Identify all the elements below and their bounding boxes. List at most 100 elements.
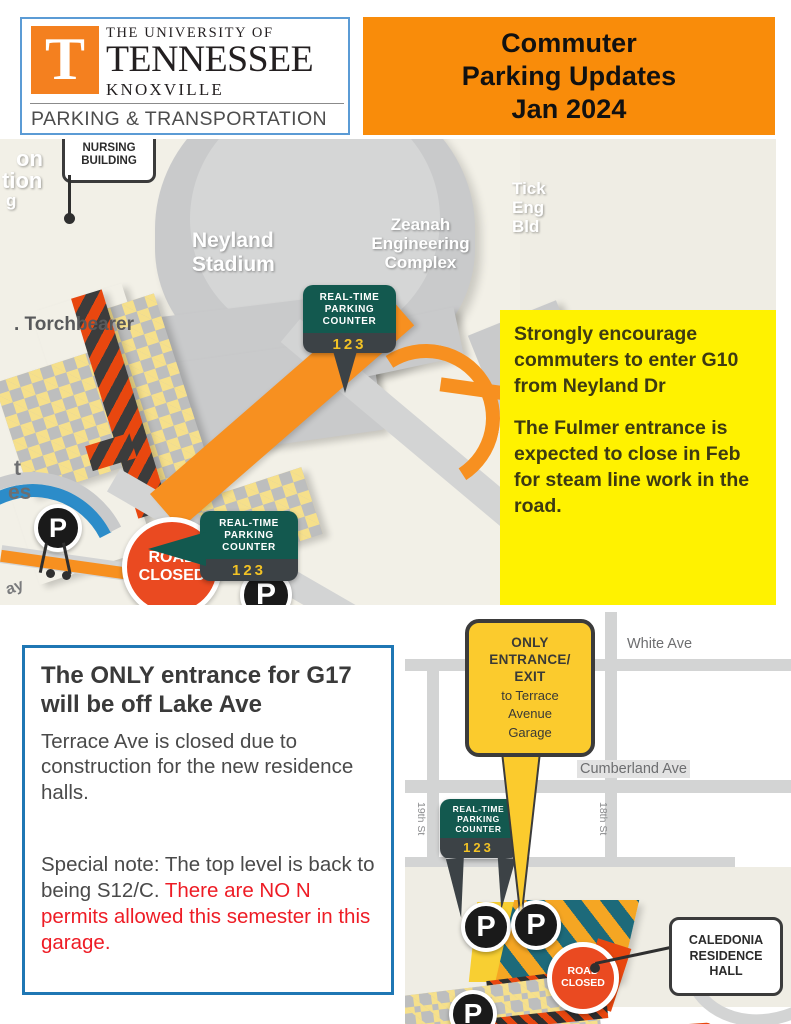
title-banner: Commuter Parking Updates Jan 2024 xyxy=(363,17,775,135)
g17-entrance-note-box: The ONLY entrance for G17 will be off La… xyxy=(22,645,394,995)
nursing-building-callout: NURSING BUILDING xyxy=(62,139,156,183)
counter-upper-tail xyxy=(333,351,357,393)
neyland-stadium-label-l2: Stadium xyxy=(192,252,275,276)
garage-parking-marker-3: P xyxy=(449,990,497,1024)
title-line-1: Commuter xyxy=(501,27,637,58)
ticket-label-l1: Tick xyxy=(512,179,546,198)
road-closed-garage-l2: CLOSED xyxy=(561,977,605,989)
zeanah-label-l3: Complex xyxy=(384,253,457,273)
title-banner-text: Commuter Parking Updates Jan 2024 xyxy=(462,27,677,126)
counter-lower-l3: COUNTER xyxy=(222,541,276,553)
notice-paragraph-1: Strongly encourage commuters to enter G1… xyxy=(514,323,739,397)
ut-parking-logo: T THE UNIVERSITY OF TENNESSEE KNOXVILLE … xyxy=(20,17,350,135)
neyland-stadium-label-l1: Neyland xyxy=(192,229,274,252)
page-header: T THE UNIVERSITY OF TENNESSEE KNOXVILLE … xyxy=(0,0,791,140)
parking-left-dot-a xyxy=(46,569,55,578)
clipped-label-g: g xyxy=(6,191,17,210)
terrace-entrance-callout: ONLY ENTRANCE/ EXIT to Terrace Avenue Ga… xyxy=(465,619,595,757)
19th-st-label: 19th St xyxy=(415,802,427,836)
notice-paragraph-2: The Fulmer entrance is expected to close… xyxy=(514,416,750,517)
garage-parking-marker-1-glyph: P xyxy=(476,910,496,943)
garage-parking-marker-3-glyph: P xyxy=(463,998,483,1024)
clipped-label-on: on xyxy=(16,146,43,171)
nursing-leader-dot xyxy=(64,213,75,224)
counter-upper-value: 123 xyxy=(303,333,396,353)
clipped-label-t: t xyxy=(14,457,21,480)
realtime-parking-counter-lower: REAL-TIME PARKING COUNTER 123 xyxy=(200,511,298,581)
counter-lower-title: REAL-TIME PARKING COUNTER xyxy=(200,511,298,560)
counter-upper-title: REAL-TIME PARKING COUNTER xyxy=(303,285,396,334)
logo-line-the-university-of: THE UNIVERSITY OF xyxy=(106,25,274,41)
nursing-callout-line-2: BUILDING xyxy=(81,155,137,167)
counter-upper-l2: PARKING xyxy=(324,303,375,315)
realtime-parking-counter-upper: REAL-TIME PARKING COUNTER 123 xyxy=(303,285,396,353)
torchbearer-label: . Torchbearer xyxy=(14,314,135,335)
logo-line-knoxville: KNOXVILLE xyxy=(106,80,224,99)
parking-marker-left: P xyxy=(34,504,82,552)
parking-marker-left-glyph: P xyxy=(48,512,67,543)
title-line-3: Jan 2024 xyxy=(511,93,627,124)
note-special-red: There are NO N permits allowed this seme… xyxy=(41,878,371,954)
counter-garage-l3: COUNTER xyxy=(455,824,502,835)
caledonia-l3: HALL xyxy=(709,964,743,979)
entrance-callout-line-6: Garage xyxy=(508,725,552,741)
garage-parking-marker-1: P xyxy=(461,902,511,952)
caledonia-l1: CALEDONIA xyxy=(688,933,764,948)
zeanah-label: Zeanah Engineering Complex xyxy=(358,215,483,272)
neyland-stadium-label: Neyland Stadium xyxy=(192,229,275,276)
entrance-callout-line-2: ENTRANCE/ xyxy=(489,652,571,668)
18th-st-label: 18th St xyxy=(597,802,609,836)
counter-garage-l1: REAL-TIME xyxy=(452,804,505,814)
counter-upper-l1: REAL-TIME xyxy=(319,292,380,303)
entrance-callout-line-1: ONLY xyxy=(511,634,549,650)
garage-parking-marker-2-glyph: P xyxy=(526,908,546,941)
cumberland-ave-road xyxy=(405,780,791,793)
parking-marker-main-glyph: P xyxy=(255,578,276,605)
university-name: THE UNIVERSITY OF TENNESSEE KNOXVILLE xyxy=(106,25,344,100)
caledonia-l2: RESIDENCE xyxy=(689,948,763,963)
terrace-avenue-garage-map: White Ave Cumberland Ave 19th St 18th St… xyxy=(405,612,791,1024)
logo-line-tennessee: TENNESSEE xyxy=(106,39,314,80)
white-ave-road xyxy=(405,659,791,671)
road-closed-garage-l1: ROAD xyxy=(567,965,599,978)
parking-left-dot-b xyxy=(62,571,71,580)
title-line-2: Parking Updates xyxy=(461,60,677,91)
note-heading: The ONLY entrance for G17 will be off La… xyxy=(41,662,352,718)
road-closed-badge-garage: ROAD CLOSED xyxy=(547,942,619,1014)
power-t-glyph: T xyxy=(44,26,86,92)
clipped-label-es: es xyxy=(8,481,32,504)
18th-st-road xyxy=(605,612,617,862)
neyland-dr-notice-panel: Strongly encourage commuters to enter G1… xyxy=(500,310,776,605)
note-spacer xyxy=(41,806,375,852)
caledonia-leader-dot xyxy=(590,963,600,973)
ticket-label-l3: Bld xyxy=(512,217,540,237)
caledonia-residence-hall-callout: CALEDONIA RESIDENCE HALL xyxy=(669,917,783,996)
counter-upper-l3: COUNTER xyxy=(322,315,377,327)
lake-ave-road xyxy=(405,857,735,870)
cumberland-ave-label: Cumberland Ave xyxy=(577,760,690,778)
entrance-callout-line-3: EXIT xyxy=(514,669,546,685)
ticket-engineering-label: Tick Eng Bld xyxy=(512,179,546,236)
zeanah-label-l1: Zeanah xyxy=(390,215,451,234)
entrance-callout-pointer xyxy=(503,752,539,912)
counter-garage-l2: PARKING xyxy=(457,814,500,825)
zeanah-label-l2: Engineering xyxy=(371,234,470,254)
ticket-label-l2: Eng xyxy=(512,198,545,218)
counter-garage-value: 123 xyxy=(440,838,517,859)
counter-lower-l2: PARKING xyxy=(224,529,274,541)
note-paragraph: Terrace Ave is closed due to constructio… xyxy=(41,729,354,805)
counter-lower-l1: REAL-TIME xyxy=(219,518,279,529)
road-closed-top-l2: CLOSED xyxy=(138,567,206,584)
logo-subtitle-parking-transportation: PARKING & TRANSPORTATION xyxy=(31,108,328,130)
white-ave-label: White Ave xyxy=(627,636,693,652)
19th-st-road xyxy=(427,659,439,859)
counter-lower-value: 123 xyxy=(200,559,298,581)
counter-lower-tail xyxy=(148,532,206,566)
logo-wordmark: T THE UNIVERSITY OF TENNESSEE KNOXVILLE xyxy=(22,19,348,102)
entrance-callout-line-5: Avenue xyxy=(508,706,552,722)
logo-divider xyxy=(30,103,344,104)
entrance-callout-line-4: to Terrace xyxy=(501,687,559,703)
power-t-icon: T xyxy=(31,26,99,94)
nursing-callout-line-1: NURSING xyxy=(82,141,136,154)
note-special-black: Special note: The top level is back to b… xyxy=(41,853,375,902)
